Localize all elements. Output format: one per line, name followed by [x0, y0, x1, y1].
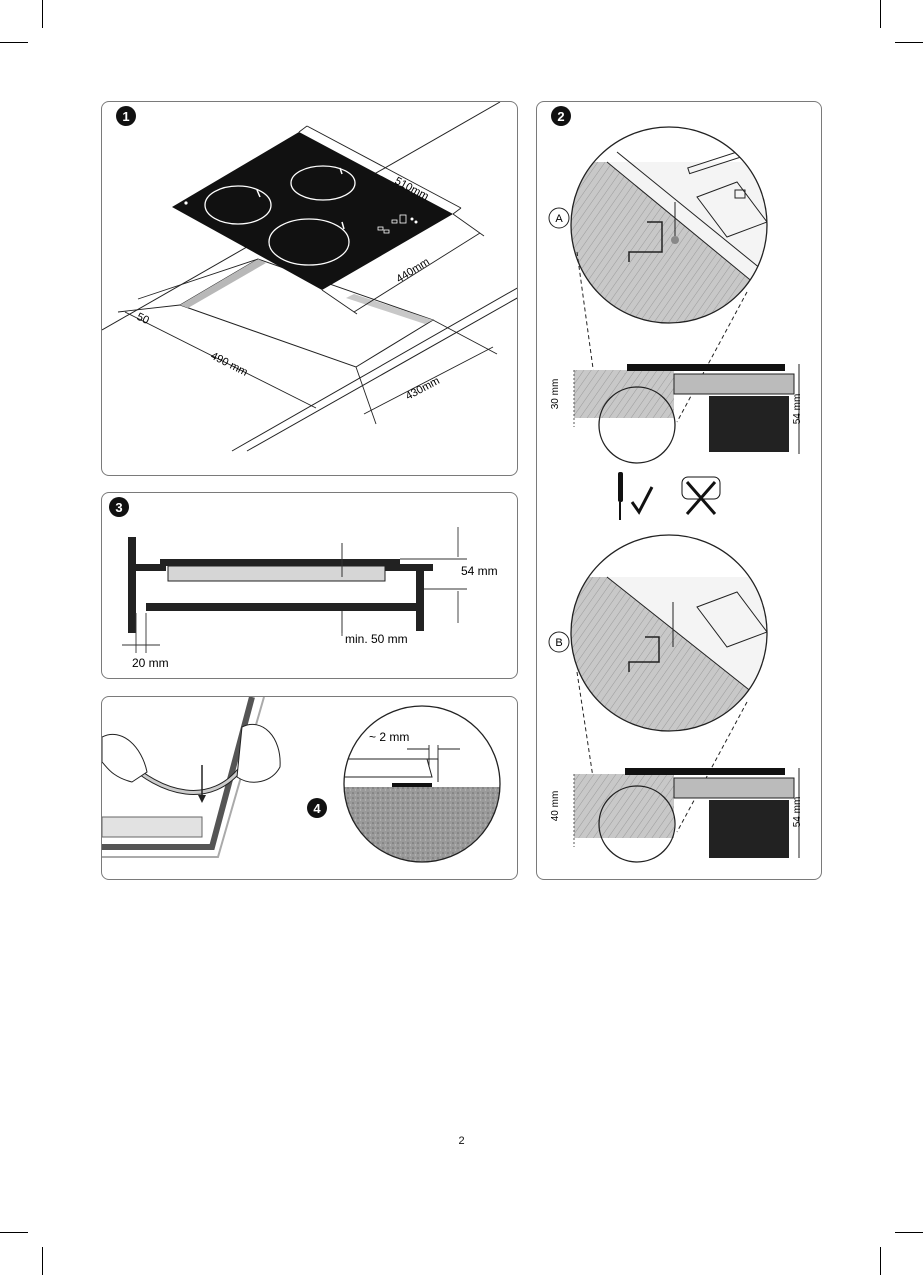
crop-mark [880, 0, 881, 28]
step-number: 3 [115, 500, 122, 515]
shelf [146, 603, 422, 611]
dimension-label-offset: 50 [135, 311, 151, 327]
height-label: 54 mm [461, 564, 498, 578]
overhang-label: ~ 2 mm [369, 730, 409, 744]
variant-label-b: B [555, 637, 562, 649]
hand-right [237, 724, 280, 782]
step-number: 4 [313, 801, 321, 816]
clearance-diagram: 3 54 mm min. 50 mm 20 mm [102, 493, 518, 679]
crop-mark [880, 1247, 881, 1275]
dimension-label-depth: 440mm [394, 256, 431, 286]
magnified-detail-a [567, 122, 777, 342]
page-number: 2 [0, 1135, 923, 1147]
screwdriver-icon [618, 472, 623, 502]
step-number: 2 [557, 109, 564, 124]
cabinet-side [416, 571, 424, 631]
panel-seal-application: 4 ~ 2 mm [101, 696, 518, 880]
seal-application-illustration [102, 697, 280, 857]
worktop-stone [342, 787, 518, 880]
worktop-thickness-label: 40 mm [550, 791, 561, 822]
hob-body [709, 396, 789, 452]
min-gap-label: min. 50 mm [345, 632, 408, 646]
step-number: 1 [122, 109, 129, 124]
magnified-detail-b [567, 532, 777, 742]
panel-cutout-dimensions: 1 [101, 101, 518, 476]
worktop-thickness-label: 30 mm [550, 379, 561, 410]
hob-height-label: 54 mm [792, 394, 803, 425]
hob-body [168, 566, 385, 581]
worktop-section [574, 774, 674, 838]
worktop-right [385, 564, 433, 571]
dimension-label-cutout-width: 490 mm [209, 350, 250, 379]
panel-fixing-clamps: 2 A 30 mm 5 [536, 101, 822, 880]
dimension-label-cutout-depth: 430mm [404, 375, 442, 403]
tool-usage-hint [618, 472, 720, 520]
section-b: 40 mm 54 mm [550, 768, 803, 862]
hob-glass-section [625, 768, 785, 775]
side-gap-label: 20 mm [132, 656, 169, 670]
hob-body [709, 800, 789, 858]
hob-top-plate [160, 559, 400, 566]
drill-icon [682, 477, 720, 499]
crop-mark [895, 1232, 923, 1233]
crop-mark [895, 42, 923, 43]
hob-glass-section [627, 364, 785, 371]
fixing-diagram: 2 A 30 mm 5 [537, 102, 822, 880]
cutout-diagram: 1 [102, 102, 518, 476]
crop-mark [0, 1232, 28, 1233]
hand-left [102, 734, 147, 782]
cabinet-wall [128, 537, 136, 633]
variant-label-a: A [555, 213, 563, 225]
seal-detail [342, 697, 518, 880]
crop-mark [42, 0, 43, 28]
checkmark-icon [632, 487, 652, 512]
crop-mark [0, 42, 28, 43]
crop-mark [42, 1247, 43, 1275]
section-a: 30 mm 54 mm [550, 364, 803, 463]
panel-clearances: 3 54 mm min. 50 mm 20 mm [101, 492, 518, 679]
cross-icon [687, 482, 715, 514]
hob-height-label: 54 mm [792, 797, 803, 828]
seal-diagram: 4 ~ 2 mm [102, 697, 518, 880]
